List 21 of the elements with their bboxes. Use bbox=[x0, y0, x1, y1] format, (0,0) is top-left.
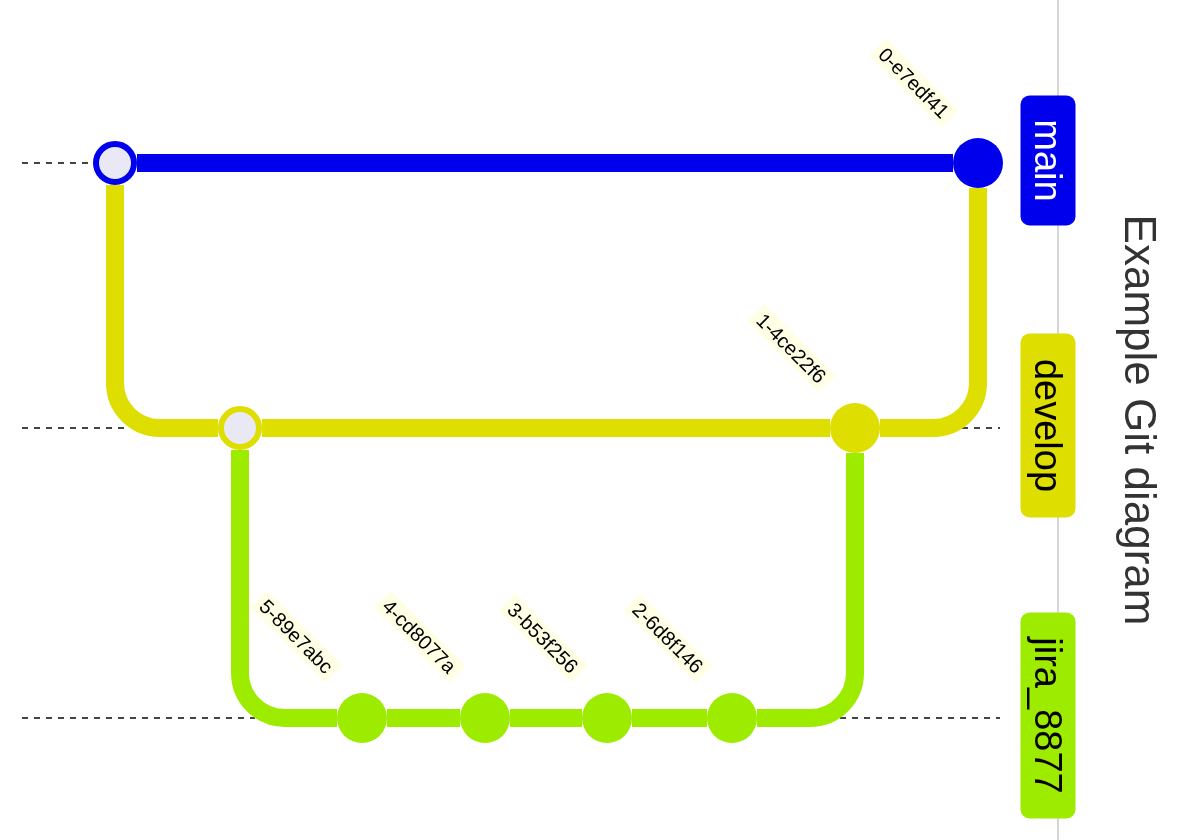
branch-line bbox=[262, 419, 830, 437]
commit-dot bbox=[707, 693, 757, 743]
merge-commit-circle bbox=[218, 406, 262, 450]
diagram-title: Example Git diagram bbox=[1115, 213, 1165, 628]
branch-line bbox=[510, 709, 582, 727]
branch-label: jira_8877 bbox=[1020, 612, 1075, 818]
branch-line bbox=[231, 450, 337, 727]
branch-label: main bbox=[1020, 95, 1075, 225]
commit-dot bbox=[337, 693, 387, 743]
commit-dot bbox=[582, 693, 632, 743]
commit-dot bbox=[460, 693, 510, 743]
branch-label: develop bbox=[1020, 333, 1075, 517]
branch-line bbox=[387, 709, 460, 727]
branch-line bbox=[880, 188, 987, 437]
branch-line bbox=[106, 185, 218, 437]
branch-line bbox=[137, 154, 953, 172]
branch-line bbox=[632, 709, 707, 727]
merge-commit-circle bbox=[93, 141, 137, 185]
commit-dot bbox=[830, 403, 880, 453]
branch-line bbox=[757, 453, 864, 727]
commit-dot bbox=[953, 138, 1003, 188]
